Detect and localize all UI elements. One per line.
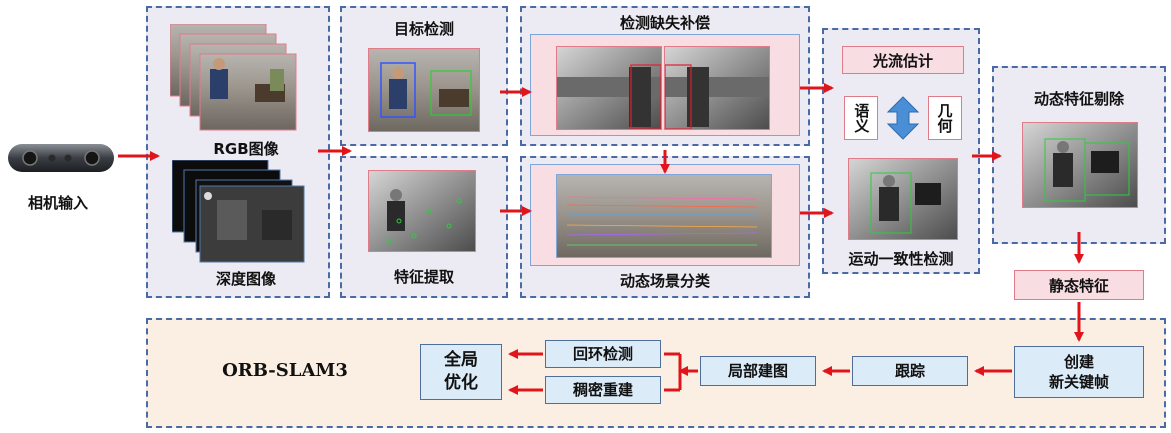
scene-image [556,174,772,258]
detection-image [368,48,480,132]
camera-input-label: 相机输入 [27,194,88,212]
compensation-image-left [556,46,662,130]
keyframe-line1: 创建 [1063,352,1094,371]
removal-title: 动态特征剔除 [1033,90,1124,108]
feature-image [368,170,476,252]
semantic-text: 语义 [852,103,871,133]
slam-title: ORB-SLAM3 [222,360,348,381]
loop-closure-box: 回环检测 [545,340,661,368]
dense-recon-box: 稠密重建 [545,376,661,404]
global-opt-line2: 优化 [444,373,478,393]
slam-panel [146,318,1166,428]
geometry-image [848,158,958,240]
depth-image-label: 深度图像 [215,270,276,288]
motion-consistency-label: 运动一致性检测 [848,250,954,268]
global-opt-box: 全局 优化 [420,344,502,400]
global-opt-line1: 全局 [444,350,478,371]
camera-device [6,138,116,178]
depth-image-stack [171,159,312,264]
geometric-box: 几何 [928,96,962,140]
scene-label: 动态场景分类 [619,272,710,290]
removal-image [1022,122,1138,208]
compensation-image-right [664,46,770,130]
static-feature-box: 静态特征 [1014,270,1144,300]
keyframe-box: 创建 新关键帧 [1014,346,1144,398]
tracking-box: 跟踪 [852,356,968,386]
bidirectional-arrow-icon [886,96,920,140]
geometric-text: 几何 [935,103,954,133]
compensation-title: 检测缺失补偿 [619,14,710,32]
feature-label: 特征提取 [393,268,454,286]
optical-flow-box: 光流估计 [842,46,964,74]
rgb-image-label: RGB图像 [213,140,279,158]
detection-title: 目标检测 [393,20,454,38]
semantic-box: 语义 [844,96,878,140]
local-mapping-box: 局部建图 [700,356,816,386]
rgb-image-stack [169,23,310,134]
keyframe-line2: 新关键帧 [1048,373,1109,391]
